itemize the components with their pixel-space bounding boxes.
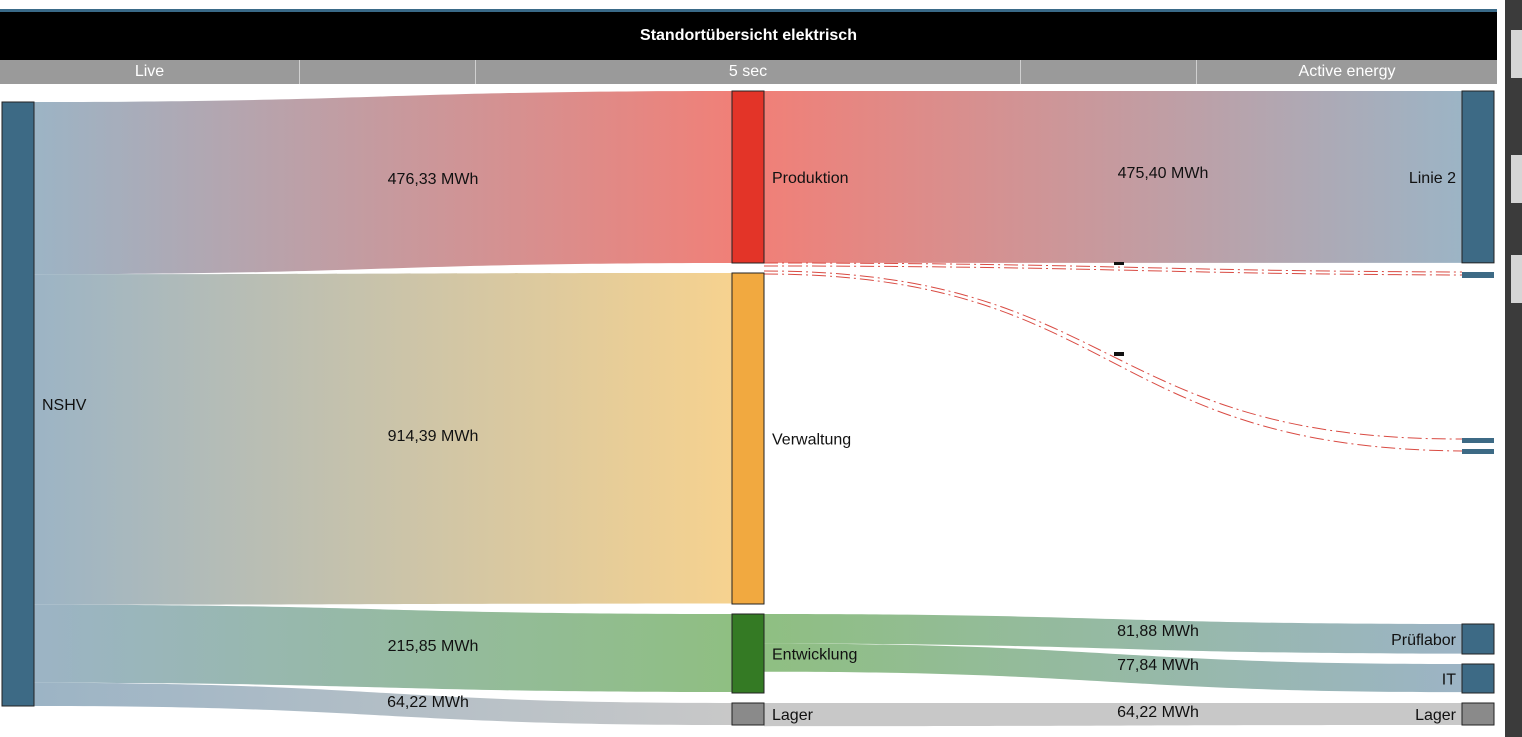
tab-interval[interactable]: 5 sec — [476, 60, 1021, 84]
side-tab[interactable] — [1511, 255, 1522, 303]
link-value-label: 64,22 MWh — [1117, 704, 1199, 721]
minor-sink-node[interactable] — [1462, 438, 1494, 443]
dashboard-title: Standortübersicht elektrisch — [0, 12, 1497, 60]
node-lager-sink[interactable] — [1461, 702, 1495, 726]
sankey-links — [34, 91, 1462, 727]
node-label-entwicklung: Entwicklung — [772, 647, 857, 664]
link-value-label: 77,84 MWh — [1117, 657, 1199, 674]
node-label-linie-2: Linie 2 — [1409, 170, 1456, 187]
minor-flow-line — [763, 265, 1463, 276]
node-linie-2[interactable] — [1461, 90, 1495, 264]
link-value-label: 475,40 MWh — [1118, 165, 1209, 182]
link-value-label: 476,33 MWh — [388, 171, 479, 188]
node-label-nshv: NSHV — [42, 397, 87, 414]
tab-active-energy[interactable]: Active energy — [1298, 63, 1396, 80]
node-label-produktion: Produktion — [772, 170, 849, 187]
node-verwaltung[interactable] — [731, 272, 765, 605]
link-value-label: 914,39 MWh — [388, 428, 479, 445]
node-label-lager: Lager — [772, 707, 814, 724]
side-tab[interactable] — [1511, 30, 1522, 78]
scroll-strip[interactable] — [1505, 0, 1522, 737]
node-lager[interactable] — [731, 702, 765, 726]
node-produktion[interactable] — [731, 90, 765, 264]
node-entwicklung[interactable] — [731, 613, 765, 694]
node-pr-flabor[interactable] — [1461, 623, 1495, 655]
link-nshv-verwaltung[interactable] — [34, 273, 732, 605]
node-label-verwaltung: Verwaltung — [772, 432, 851, 449]
minor-flow-marker — [1114, 262, 1124, 265]
node-nshv[interactable] — [1, 101, 35, 707]
minor-sink-node[interactable] — [1462, 272, 1494, 278]
node-label-it: IT — [1442, 672, 1456, 689]
sankey-labels: 476,33 MWh 914,39 MWh 215,85 MWh 64,22 MWh 4… — [42, 165, 1457, 724]
tab-empty-2[interactable] — [1021, 60, 1197, 84]
node-label-lager-sink: Lager — [1415, 707, 1457, 724]
minor-flow-marker — [1114, 352, 1124, 356]
header-accent-line — [0, 9, 1497, 12]
node-it[interactable] — [1461, 663, 1495, 694]
link-value-label: 81,88 MWh — [1117, 623, 1199, 640]
link-value-label: 64,22 MWh — [387, 694, 469, 711]
window-edge — [1497, 0, 1522, 737]
link-lager-lager-sink[interactable] — [764, 703, 1462, 727]
node-label-pr-flabor: Prüflabor — [1391, 632, 1457, 649]
minor-flow-lines — [763, 262, 1463, 452]
link-nshv-lager[interactable] — [34, 682, 732, 725]
minor-sink-node[interactable] — [1462, 449, 1494, 454]
sankey-nodes — [1, 90, 1495, 726]
minor-flow-line — [763, 262, 1463, 273]
link-entwicklung-it[interactable] — [764, 643, 1462, 693]
minor-flow-line — [763, 273, 1463, 452]
tab-live[interactable]: Live — [0, 60, 300, 84]
minor-flow-line — [763, 270, 1463, 440]
link-entwicklung-pr-flabor[interactable] — [764, 614, 1462, 654]
link-nshv-entwicklung[interactable] — [34, 604, 732, 693]
side-tab[interactable] — [1511, 155, 1522, 203]
link-produktion-linie-2[interactable] — [764, 91, 1462, 263]
link-value-label: 215,85 MWh — [388, 638, 479, 655]
view-settings-bar: Live 5 sec Active energy — [0, 60, 1497, 84]
tab-empty-1[interactable] — [300, 60, 476, 84]
link-nshv-produktion[interactable] — [34, 91, 732, 275]
